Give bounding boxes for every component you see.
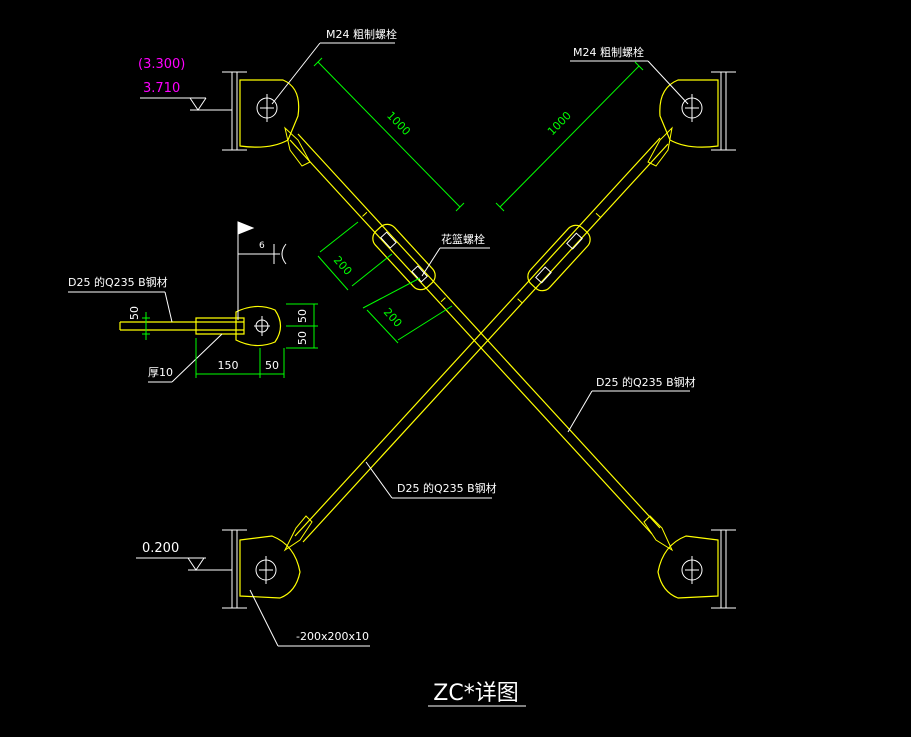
elevation-top-alt: (3.300) bbox=[138, 57, 185, 72]
bolt-hole-bottom-right bbox=[681, 556, 703, 584]
leader-anchor-bolt-left bbox=[271, 42, 395, 105]
detail-bolt-hole bbox=[254, 316, 270, 336]
elevation-top: 3.710 bbox=[143, 81, 180, 96]
detail-dim-height bbox=[286, 303, 318, 349]
bolt-hole-top-left bbox=[256, 94, 278, 122]
elevation-bottom: 0.200 bbox=[142, 541, 179, 556]
detail-dim-height-bottom: 50 bbox=[296, 331, 309, 345]
detail-dim-width-main: 150 bbox=[218, 359, 239, 372]
elevation-bottom-symbol bbox=[136, 557, 232, 571]
drawing-title: ZC*详图 bbox=[433, 681, 518, 706]
leader-rod-right bbox=[567, 390, 690, 433]
leader-turnbuckle bbox=[421, 247, 490, 277]
bolt-hole-top-right bbox=[681, 94, 703, 122]
gusset-top-left bbox=[222, 71, 311, 167]
dimension-left-diagonal bbox=[313, 57, 465, 212]
detail-dim-width-end: 50 bbox=[265, 359, 279, 372]
detail-dim-width bbox=[195, 338, 285, 378]
leader-anchor-bolt-right bbox=[570, 60, 689, 105]
label-plate-thickness: 厚10 bbox=[148, 366, 173, 379]
turnbuckle-left bbox=[362, 211, 446, 303]
label-rod-detail: D25 的Q235 B钢材 bbox=[68, 275, 168, 289]
turnbuckle-right bbox=[517, 212, 601, 304]
gusset-bottom-left bbox=[222, 515, 313, 609]
dimension-turnbuckle-a bbox=[317, 221, 393, 291]
label-anchor-bolt-left: M24 粗制螺栓 bbox=[326, 27, 397, 41]
detail-dim-rod bbox=[142, 312, 150, 340]
elevation-top-symbol bbox=[140, 97, 232, 111]
label-base-plate: -200x200x10 bbox=[296, 630, 369, 643]
leader-base-plate bbox=[249, 589, 370, 647]
detail-weld-size: 6 bbox=[259, 241, 265, 251]
gusset-bottom-right bbox=[643, 515, 736, 609]
dimension-turnbuckle-b bbox=[362, 277, 453, 344]
detail-weld-flag bbox=[237, 221, 287, 320]
detail-dim-height-top: 50 bbox=[296, 309, 309, 323]
label-rod-center: D25 的Q235 B钢材 bbox=[397, 481, 497, 495]
label-rod-right: D25 的Q235 B钢材 bbox=[596, 375, 696, 389]
leader-rod-center bbox=[365, 461, 492, 499]
dimension-right-diagonal bbox=[495, 61, 644, 212]
bolt-hole-bottom-left bbox=[255, 556, 277, 584]
dim-right-diagonal-text: 1000 bbox=[545, 109, 574, 138]
brace-rod-ascending bbox=[294, 137, 669, 543]
brace-rod-descending bbox=[289, 133, 661, 535]
dim-turnbuckle-b-text: 200 bbox=[381, 306, 405, 330]
connection-detail: 6 D25 的Q235 B钢材 厚10 150 50 50 50 bbox=[68, 221, 318, 383]
label-turnbuckle: 花篮螺栓 bbox=[441, 232, 485, 246]
label-anchor-bolt-right: M24 粗制螺栓 bbox=[573, 45, 644, 59]
detail-dim-rod-height: 50 bbox=[128, 306, 141, 320]
